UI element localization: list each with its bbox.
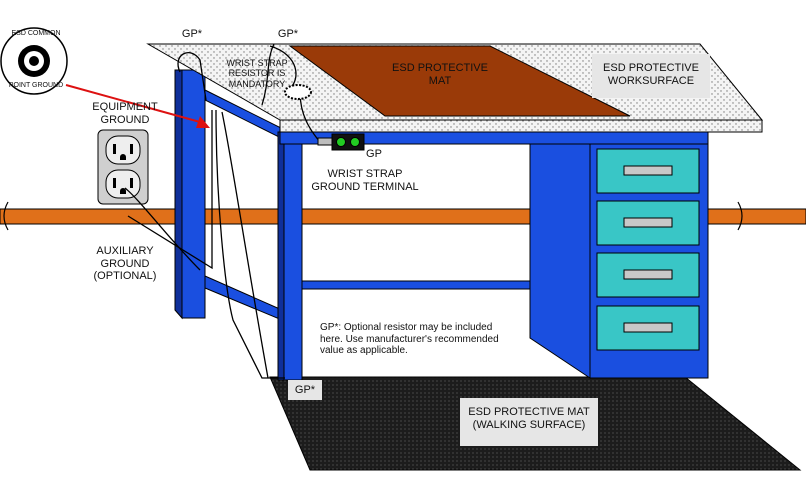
desk-side-rail-lower [204,275,283,321]
wrist-strap-resistor-label: WRIST STRAP RESISTOR IS MANDATORY [226,58,288,89]
ground-wires [124,43,321,379]
desk-apron [279,131,709,145]
desk-foot-rail [301,280,569,290]
floor-mat-label: ESD PROTECTIVE MAT (WALKING SURFACE) [468,406,590,431]
floor-mat-label-box [460,398,598,446]
drawer-2 [596,200,700,246]
drawer-1 [596,148,700,194]
desk-front-left-leg [277,131,303,381]
gp-floor-box [288,380,322,400]
drawer-3 [596,252,700,298]
drawer-4 [596,305,700,351]
worksurface-mat [288,45,631,117]
red-arrow [65,84,210,128]
worksurface-label-box [592,54,710,98]
gp-star-left-label: GP* [181,28,203,40]
equipment-ground-outlet [97,129,149,205]
protective-worksurface-label: ESD PROTECTIVE WORKSURFACE [603,62,699,87]
desk-back-left-leg [174,69,206,320]
protective-mat-label: ESD PROTECTIVE MAT [392,62,488,87]
wrist-strap-ground-terminal-label: WRIST STRAP GROUND TERMINAL [311,168,419,193]
gp-star-right-label: GP* [277,28,299,40]
gp-star-floor-label: GP* [294,384,316,396]
wrist-strap-ground-terminal [317,133,365,151]
common-point-ground-text-top: ESD COMMON [11,30,61,37]
wrist-strap-coil [284,84,312,100]
worksurface-front-edge [279,119,763,133]
optional-resistor-note: GP*: Optional resistor may be included h… [320,322,499,356]
esd-common-point-ground-symbol [0,27,68,95]
auxiliary-ground-label: AUXILIARY GROUND (OPTIONAL) [93,245,157,283]
equipment-ground-label: EQUIPMENT GROUND [92,101,158,126]
gp-terminal-label: GP [366,148,382,160]
common-point-ground-text-bottom: POINT GROUND [8,82,64,89]
